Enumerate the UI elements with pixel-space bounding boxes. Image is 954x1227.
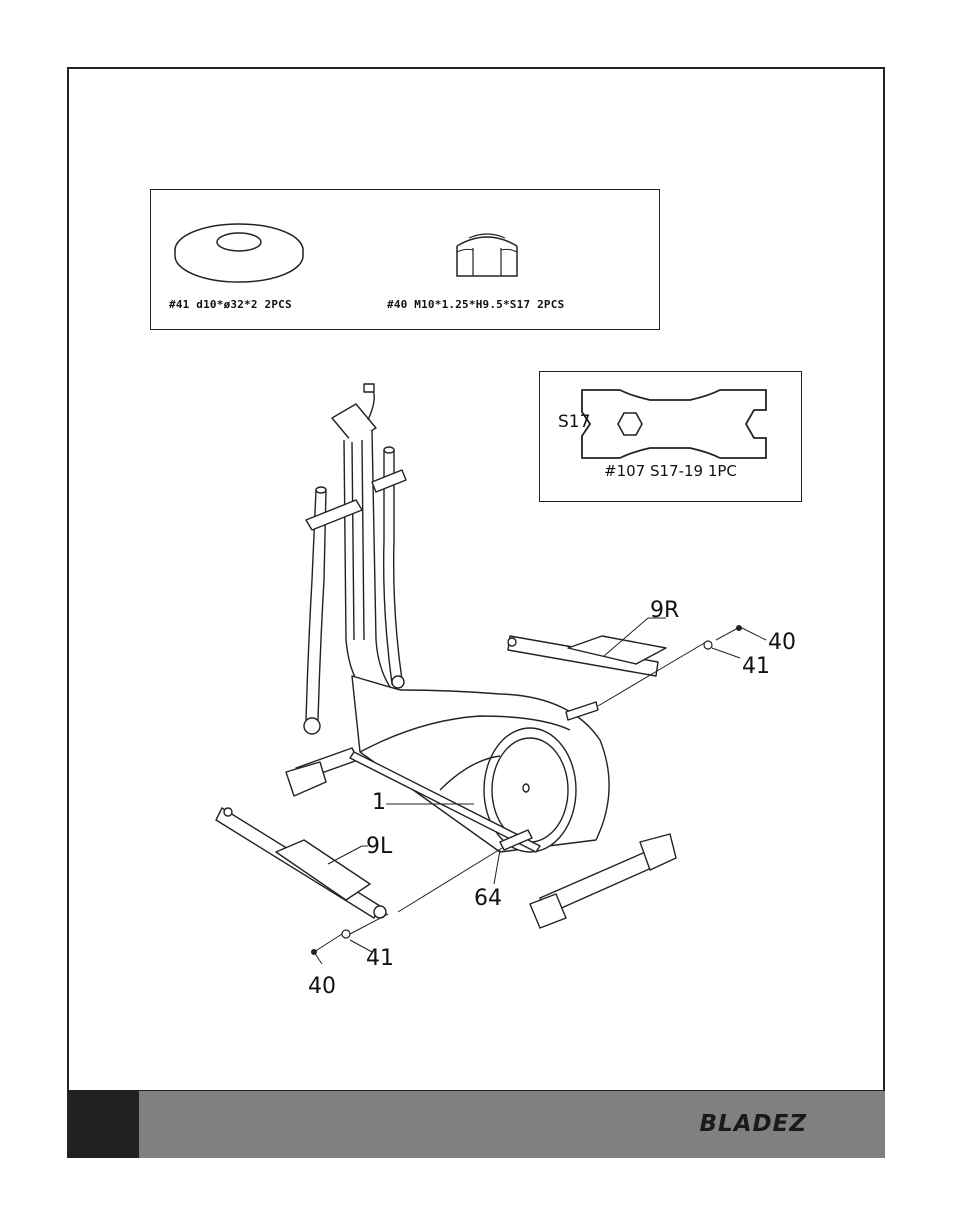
nut-caption: #40 M10*1.25*H9.5*S17 2PCS [387, 298, 565, 311]
tool-box: S17 #107 S17-19 1PC [539, 371, 802, 502]
left-pedal-assembly [215, 807, 387, 919]
brand-logo: BLADEZ [699, 1111, 807, 1137]
callout-41-right: 41 [742, 654, 770, 679]
small-hardware-markers [311, 625, 742, 955]
main-frame-housing [351, 675, 610, 853]
front-stabilizer [529, 833, 677, 929]
footer-page-block [67, 1091, 139, 1158]
washer-and-nut-illustration [174, 223, 518, 283]
wrench-caption: #107 S17-19 1PC [604, 462, 737, 480]
left-handle-arm [303, 486, 363, 735]
washer-icon [174, 223, 304, 283]
right-handle-arm [371, 446, 407, 689]
right-axle-part [565, 701, 599, 721]
callout-41-left: 41 [366, 946, 394, 971]
right-pedal-assembly [507, 635, 667, 677]
callout-40-right: 40 [768, 630, 796, 655]
wrench-size-label: S17 [558, 412, 591, 432]
leader-lines [313, 617, 767, 965]
wrench-icon [581, 389, 767, 459]
upright-post [331, 383, 393, 691]
base-rail [349, 751, 541, 853]
rear-stabilizer [285, 747, 359, 797]
hardware-parts-box: #41 d10*ø32*2 2PCS #40 M10*1.25*H9.5*S17… [150, 189, 660, 330]
footer-bar: BLADEZ [67, 1090, 885, 1158]
callout-9r: 9R [650, 598, 680, 623]
callout-9l: 9L [366, 834, 393, 859]
axle-part [499, 829, 533, 851]
callout-64: 64 [474, 886, 502, 911]
callout-1: 1 [372, 790, 386, 815]
callout-40-left: 40 [308, 974, 336, 999]
nut-icon [456, 233, 518, 277]
washer-caption: #41 d10*ø32*2 2PCS [169, 298, 292, 311]
